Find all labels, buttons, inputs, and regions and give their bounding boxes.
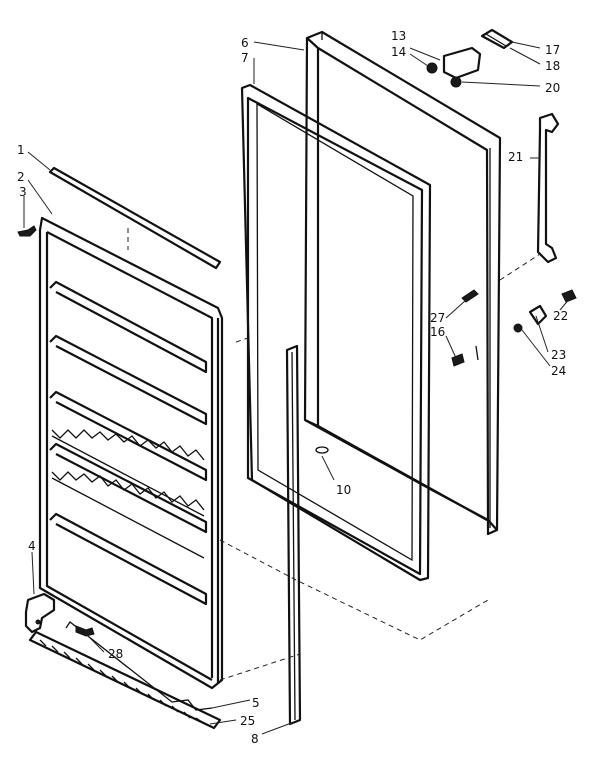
callout-25: 25 xyxy=(240,714,255,728)
callout-28: 28 xyxy=(108,647,123,661)
door-outer-frame xyxy=(303,30,502,536)
callout-16: 16 xyxy=(430,325,445,339)
bottom-grille xyxy=(28,630,222,730)
lock-assembly xyxy=(513,289,577,333)
callout-13: 13 xyxy=(391,29,406,43)
callout-2: 2 xyxy=(17,170,25,184)
wire-5 xyxy=(65,621,213,711)
callout-17: 17 xyxy=(545,43,560,57)
callout-23: 23 xyxy=(551,348,566,362)
callout-labels: 1 2 3 4 5 6 7 8 10 13 14 16 17 18 20 21 … xyxy=(17,29,568,746)
door-gasket xyxy=(240,83,432,582)
callout-10: 10 xyxy=(336,483,351,497)
callout-21: 21 xyxy=(508,150,523,164)
callout-18: 18 xyxy=(545,59,560,73)
callout-8: 8 xyxy=(251,732,259,746)
callout-27: 27 xyxy=(430,311,445,325)
door-liner-panel xyxy=(38,216,224,690)
callout-24: 24 xyxy=(551,364,566,378)
top-hinge-assembly xyxy=(426,28,514,88)
callout-22: 22 xyxy=(553,309,568,323)
callout-7: 7 xyxy=(241,51,249,65)
screw-16 xyxy=(451,345,479,367)
vertical-gasket-strip xyxy=(285,344,302,726)
leader-lines xyxy=(23,41,571,735)
callout-5: 5 xyxy=(252,696,260,710)
callout-14: 14 xyxy=(391,45,406,59)
callout-3: 3 xyxy=(19,185,27,199)
hinge-bracket-4 xyxy=(24,592,56,634)
plug-10 xyxy=(315,446,329,454)
callout-4: 4 xyxy=(28,539,36,553)
door-handle xyxy=(536,112,560,264)
screw-27 xyxy=(461,289,479,303)
assembly-alignment-lines xyxy=(127,228,541,681)
top-trim-strip xyxy=(48,166,222,270)
callout-1: 1 xyxy=(17,143,25,157)
callout-6: 6 xyxy=(241,36,249,50)
callout-20: 20 xyxy=(545,81,560,95)
screw-3 xyxy=(17,225,37,237)
screw-28 xyxy=(75,625,95,637)
